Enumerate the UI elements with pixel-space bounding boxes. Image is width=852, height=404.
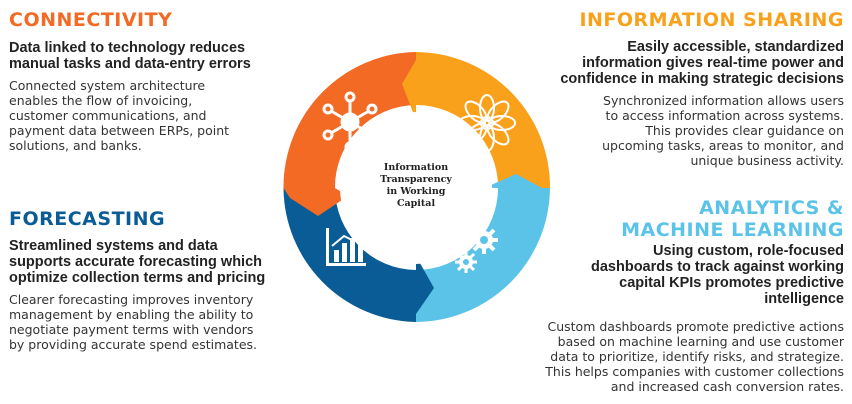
center-label: Information Transparency in Working Capi… bbox=[380, 162, 452, 209]
information-sharing-subtitle: Easily accessible, standardized informat… bbox=[560, 39, 844, 87]
analytics-title: ANALYTICS & MACHINE LEARNING bbox=[621, 197, 844, 241]
analytics-body: Custom dashboards promote predictive act… bbox=[545, 319, 844, 394]
forecasting-title: FORECASTING bbox=[9, 208, 166, 230]
analytics-subtitle: Using custom, role-focused dashboards to… bbox=[591, 243, 844, 307]
connectivity-subtitle: Data linked to technology reduces manual… bbox=[9, 40, 251, 72]
section-forecasting: FORECASTING Streamlined systems and data… bbox=[9, 208, 309, 352]
gears-icon bbox=[455, 226, 498, 273]
section-connectivity: CONNECTIVITY Data linked to technology r… bbox=[9, 9, 309, 153]
connectivity-body: Connected system architecture enables th… bbox=[9, 78, 230, 153]
mandala-flower-icon bbox=[458, 94, 516, 152]
forecasting-subtitle: Streamlined systems and data supports ac… bbox=[9, 238, 266, 286]
center-circle bbox=[340, 112, 492, 264]
section-information-sharing: INFORMATION SHARING Easily accessible, s… bbox=[524, 9, 844, 168]
connectivity-title: CONNECTIVITY bbox=[9, 9, 173, 31]
forecasting-body: Clearer forecasting improves inventory m… bbox=[9, 292, 258, 352]
information-sharing-body: Synchronized information allows users to… bbox=[602, 93, 844, 168]
information-sharing-title: INFORMATION SHARING bbox=[579, 9, 844, 31]
section-analytics: ANALYTICS & MACHINE LEARNING Using custo… bbox=[504, 197, 844, 394]
arrow-connectivity bbox=[283, 188, 348, 216]
network-hub-icon bbox=[322, 91, 378, 153]
growth-chart-icon bbox=[326, 222, 366, 266]
